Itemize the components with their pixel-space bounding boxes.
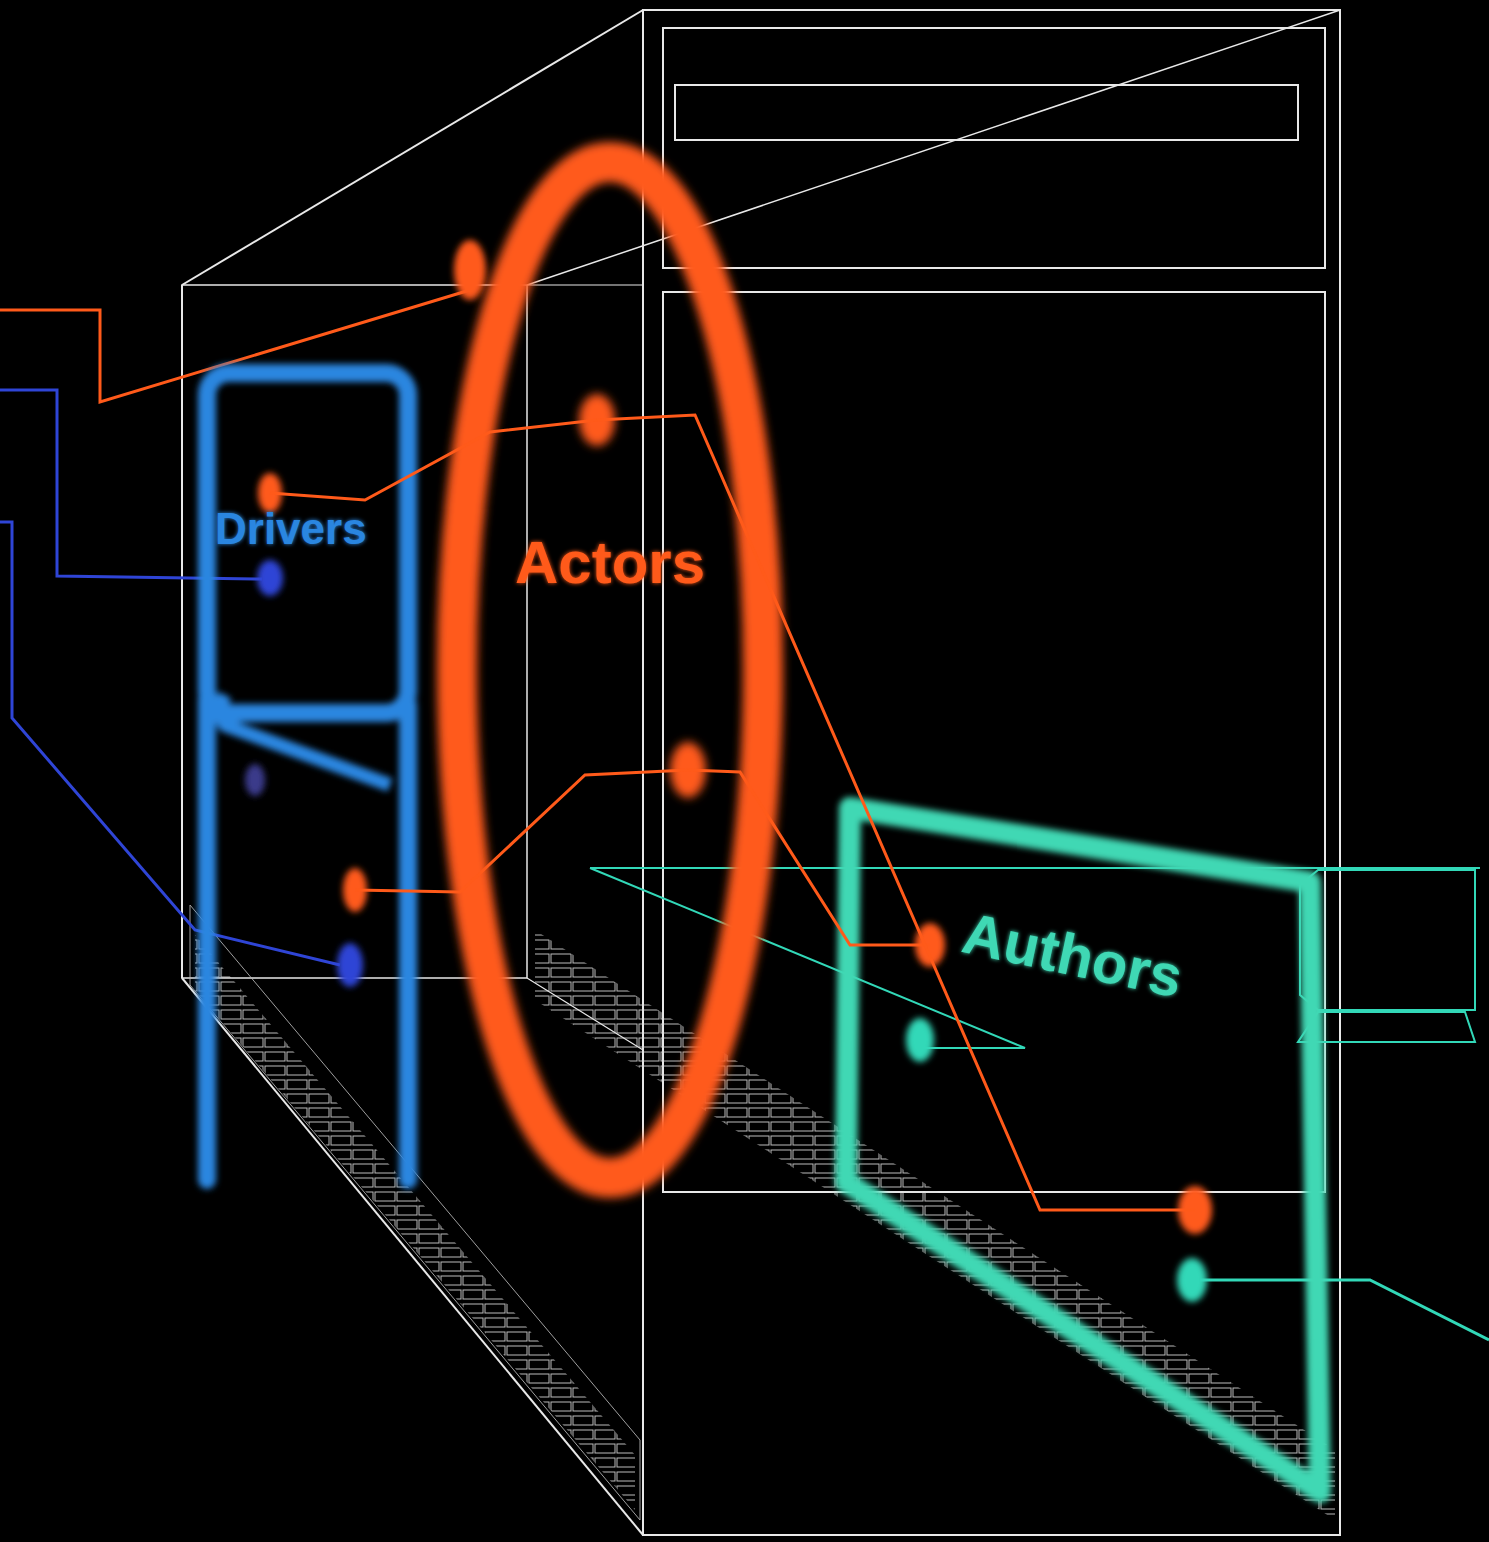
- label-wrap: Authors: [964, 900, 1186, 964]
- actor-ring: Actors: [435, 140, 785, 1200]
- driver-panel: Drivers: [195, 365, 420, 725]
- label-wrap: Actors: [435, 530, 785, 596]
- author-panel: Authors: [832, 800, 1332, 1500]
- node-outline: [832, 800, 1332, 1500]
- node-outline: [435, 140, 785, 1200]
- signal-connector: [355, 770, 688, 892]
- signal-connector: [270, 420, 597, 500]
- monitor-icon: [1298, 870, 1475, 1042]
- signal-connector: [688, 770, 930, 945]
- node-label: Authors: [957, 901, 1188, 1010]
- tower-wireframe: [182, 10, 1340, 1535]
- node-label: Actors: [515, 530, 705, 596]
- label-wrap: Drivers: [215, 505, 367, 553]
- node-label: Drivers: [215, 505, 367, 553]
- signal-connector: [597, 415, 1195, 1210]
